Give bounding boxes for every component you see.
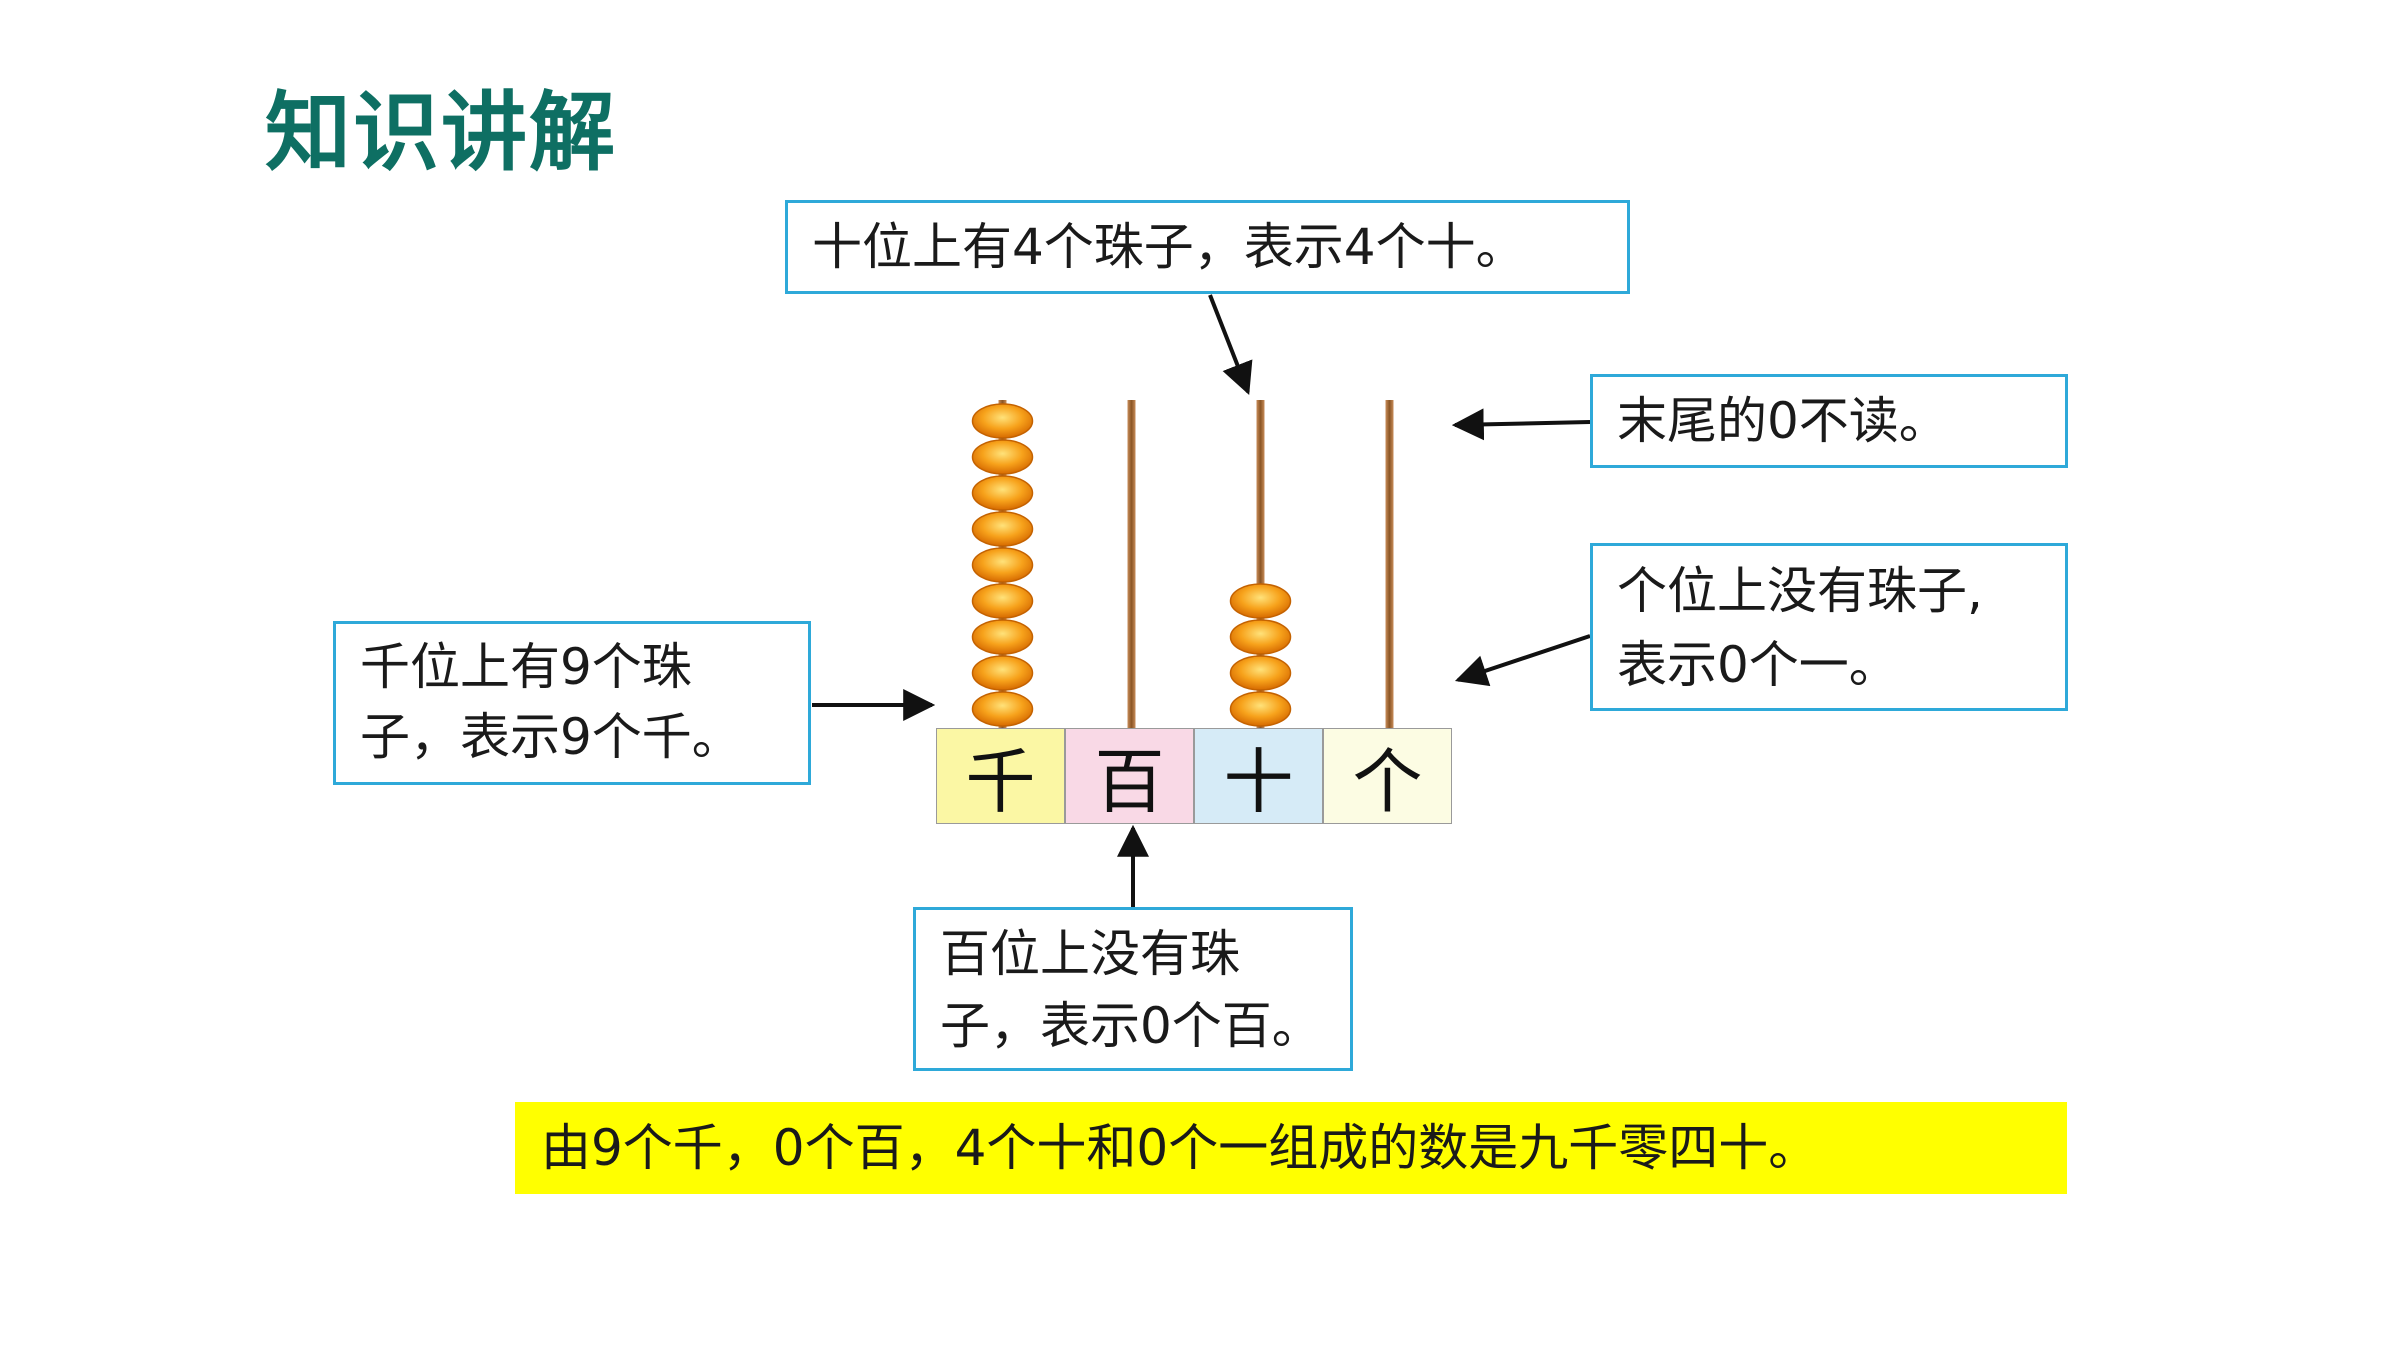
place-thousands: 千 [936, 728, 1065, 824]
place-tens: 十 [1194, 728, 1323, 824]
rod-1 [1127, 400, 1136, 728]
page-title: 知识讲解 [265, 83, 617, 183]
note-ones-line2: 表示0个一。 [1617, 636, 1899, 694]
note-thousands-line1: 千位上有9个珠 [360, 638, 692, 696]
note-hundreds-line1: 百位上没有珠 [940, 925, 1240, 983]
bead [971, 691, 1034, 727]
summary-highlight: 由9个千，0个百，4个十和0个一组成的数是九千零四十。 [515, 1102, 2067, 1194]
rod-3 [1385, 400, 1394, 728]
place-value-row: 千 百 十 个 [936, 728, 1452, 824]
bead [971, 439, 1034, 475]
rod-2 [1256, 400, 1265, 728]
note-hundreds-line2: 子，表示0个百。 [940, 997, 1322, 1055]
place-hundreds: 百 [1065, 728, 1194, 824]
note-ones: 个位上没有珠子, 表示0个一。 [1590, 543, 2068, 711]
bead [971, 619, 1034, 655]
arrow-ones-end [1451, 408, 1591, 441]
bead [1229, 583, 1292, 619]
note-thousands-line2: 子，表示9个千。 [360, 708, 742, 766]
note-ones-end: 末尾的0不读。 [1590, 374, 2068, 468]
arrow-tens [1208, 294, 1253, 395]
bead [971, 475, 1034, 511]
bead [1229, 691, 1292, 727]
note-hundreds: 百位上没有珠 子，表示0个百。 [913, 907, 1353, 1071]
note-thousands: 千位上有9个珠 子，表示9个千。 [333, 621, 811, 785]
note-ones-line1: 个位上没有珠子, [1617, 562, 1983, 620]
note-tens: 十位上有4个珠子，表示4个十。 [785, 200, 1630, 294]
rod-0 [998, 400, 1007, 728]
bead [971, 547, 1034, 583]
place-ones: 个 [1323, 728, 1452, 824]
bead [971, 403, 1034, 439]
arrow-ones [1454, 634, 1591, 687]
bead [971, 511, 1034, 547]
bead [971, 583, 1034, 619]
bead [1229, 619, 1292, 655]
bead [971, 655, 1034, 691]
bead [1229, 655, 1292, 691]
